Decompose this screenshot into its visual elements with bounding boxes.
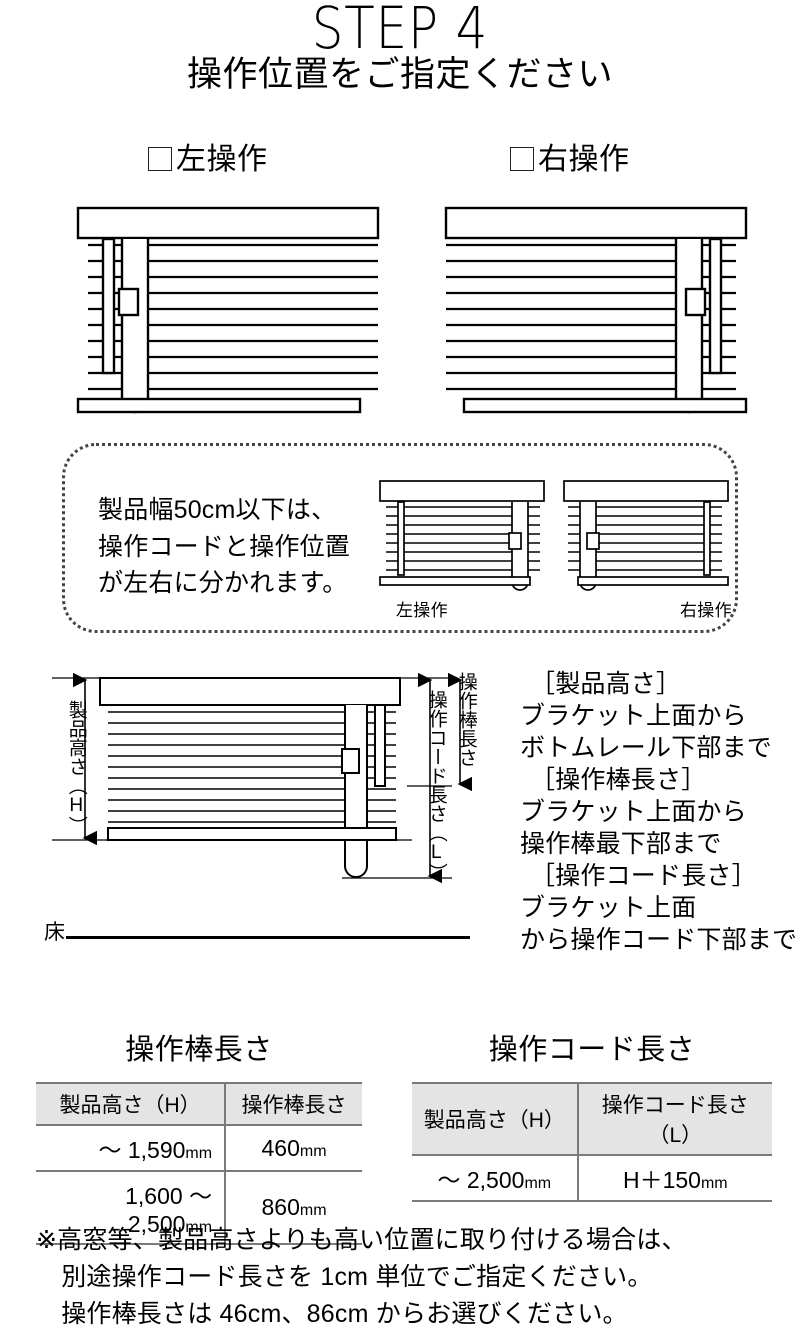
definitions-list: ［製品高さ］ ブラケット上面から ボトムレール下部まで ［操作棒長さ］ ブラケッ… — [520, 668, 800, 956]
footnote-text: ※高窓等、製品高さよりも高い位置に取り付ける場合は、 別途操作コード長さを 1c… — [36, 1226, 687, 1328]
definition-heading: ［操作コード長さ］ — [530, 862, 757, 890]
table-header-cell: 操作棒長さ — [225, 1082, 362, 1126]
floor-line — [66, 936, 470, 939]
table-cell-rod-length: 460mm — [225, 1124, 362, 1172]
range-value: ～ 1,590 — [98, 1137, 186, 1163]
range-unit: mm — [524, 1175, 552, 1192]
table-cord-length: 製品高さ（H） 操作コード長さ（L） ～ 2,500mm H＋150mm — [412, 1082, 772, 1202]
dimension-diagram — [52, 664, 492, 899]
option-left-label: 左操作 — [176, 143, 268, 176]
length-unit: mm — [299, 1202, 327, 1219]
table-row: 1,600 ～ 2,500mm 860mm — [36, 1170, 362, 1245]
checkbox-unchecked-icon[interactable] — [148, 147, 172, 171]
table-header-row: 製品高さ（H） 操作コード長さ（L） — [412, 1082, 772, 1156]
dimension-label-product-height: 製品高さ（H） — [65, 700, 87, 835]
length-value: H＋150 — [622, 1167, 701, 1193]
floor-label: 床 — [44, 921, 65, 944]
table-row: ～ 1,590mm 460mm — [36, 1124, 362, 1172]
table-header-row: 製品高さ（H） 操作棒長さ — [36, 1082, 362, 1126]
definition-line: ボトムレール下部まで — [520, 734, 773, 762]
table-cell-rod-length: 860mm — [225, 1170, 362, 1245]
definition-line: ブラケット上面 — [520, 894, 697, 922]
checkbox-unchecked-icon[interactable] — [510, 147, 534, 171]
range-value: ～ 2,500 — [437, 1167, 525, 1193]
table-cell-height-range: ～ 1,590mm — [36, 1124, 227, 1172]
blind-diagram-left-operation — [70, 203, 390, 428]
page-subtitle: 操作位置をご指定ください — [186, 55, 613, 94]
blind-diagram-right-operation — [434, 203, 754, 428]
definition-heading: ［操作棒長さ］ — [530, 766, 707, 794]
range-unit: mm — [185, 1219, 213, 1236]
table-cell-cord-length: H＋150mm — [577, 1154, 772, 1202]
definition-line: 操作棒最下部まで — [520, 830, 722, 858]
mini-blind-caption-left: 左操作 — [396, 601, 448, 620]
table-row: ～ 2,500mm H＋150mm — [412, 1154, 772, 1202]
definition-item-rod-length: ［操作棒長さ］ ブラケット上面から 操作棒最下部まで — [520, 764, 800, 860]
table-header-cell: 製品高さ（H） — [36, 1082, 227, 1126]
option-right-operation[interactable]: 右操作 — [510, 145, 630, 175]
definition-line: ブラケット上面から — [520, 798, 747, 826]
length-value: 860 — [261, 1194, 300, 1220]
table-cell-height-range: 1,600 ～ 2,500mm — [36, 1170, 227, 1245]
mini-blind-right-operation — [560, 478, 732, 601]
table-title-rod-length: 操作棒長さ — [125, 1034, 273, 1066]
dimension-label-cord-length: 操作コード長さ（L） — [425, 690, 447, 882]
table-cell-height-range: ～ 2,500mm — [412, 1154, 579, 1202]
definition-line: から操作コード下部まで — [520, 926, 798, 954]
mini-blind-left-operation — [376, 478, 548, 601]
definition-line: ブラケット上面から — [520, 702, 747, 730]
range-unit: mm — [185, 1145, 213, 1162]
length-unit: mm — [299, 1142, 327, 1160]
table-title-cord-length: 操作コード長さ — [488, 1034, 696, 1066]
note-text: 製品幅50cm以下は、 操作コードと操作位置 が左右に分かれます。 — [98, 496, 351, 597]
mini-blind-caption-right: 右操作 — [680, 601, 732, 620]
range-value: 1,600 ～ 2,500 — [125, 1183, 213, 1237]
option-right-label: 右操作 — [538, 143, 630, 176]
table-rod-length: 製品高さ（H） 操作棒長さ ～ 1,590mm 460mm 1,600 ～ 2,… — [36, 1082, 362, 1245]
table-header-cell: 操作コード長さ（L） — [577, 1082, 772, 1156]
page-title: STEP 4 — [311, 0, 489, 62]
table-header-cell: 製品高さ（H） — [412, 1082, 579, 1156]
note-box — [62, 443, 738, 633]
option-left-operation[interactable]: 左操作 — [148, 145, 268, 175]
definition-item-cord-length: ［操作コード長さ］ ブラケット上面 から操作コード下部まで — [520, 860, 800, 956]
length-unit: mm — [700, 1175, 728, 1192]
dimension-label-rod-length: 操作棒長さ — [455, 672, 477, 767]
definition-item-product-height: ［製品高さ］ ブラケット上面から ボトムレール下部まで — [520, 668, 800, 764]
definition-heading: ［製品高さ］ — [530, 670, 682, 698]
length-value: 460 — [261, 1134, 300, 1161]
